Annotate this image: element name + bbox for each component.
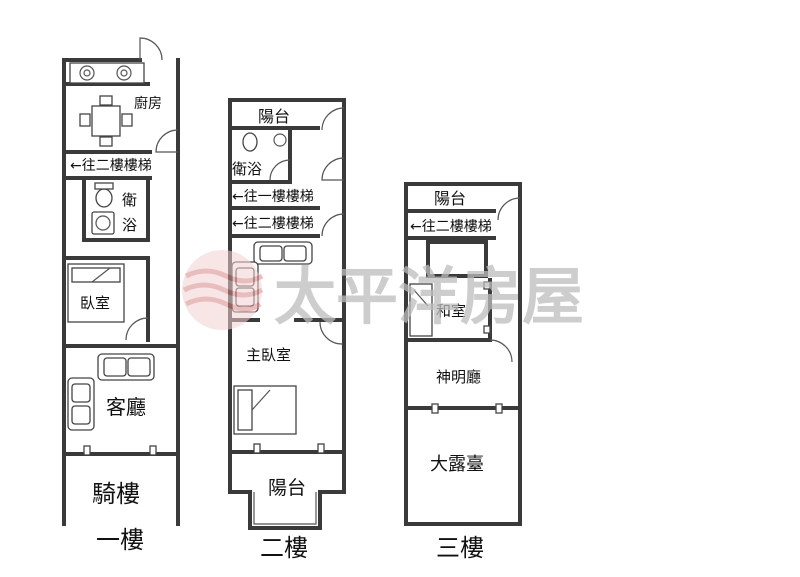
balcony-door-icon <box>321 107 345 131</box>
stairs-label-f2-up: ←往二樓樓梯 <box>232 216 314 232</box>
bed-icon <box>233 385 297 435</box>
watermark-text: 太平洋房屋 <box>274 260 584 333</box>
stairs-door-icon <box>321 213 345 237</box>
dining-table-icon <box>79 95 133 147</box>
room-label-bath: 衛浴 <box>232 160 262 178</box>
column-marker <box>317 443 325 454</box>
toilet-icon <box>242 132 287 152</box>
floor-2-front-balcony-wall <box>228 490 346 530</box>
column-marker <box>495 403 503 414</box>
room-label-terrace: 大露臺 <box>430 454 484 475</box>
balcony-door-icon <box>497 197 521 221</box>
watermark: 太平洋房屋 <box>182 250 584 333</box>
kitchen-door-icon <box>155 129 179 153</box>
room-label-balcony-back: 陽台 <box>258 107 290 126</box>
floor-label-1: 一樓 <box>96 526 144 554</box>
column-marker <box>149 445 157 456</box>
stove-icon <box>69 62 145 84</box>
floor-label-3: 三樓 <box>436 534 484 562</box>
room-label-altar: 神明廳 <box>436 368 481 386</box>
floor-label-2: 二樓 <box>260 534 308 562</box>
floor-3-outer-wall <box>404 182 522 526</box>
toilet-icon <box>94 182 114 208</box>
sink-icon <box>91 211 115 235</box>
stairs-door-icon <box>321 157 345 181</box>
floor-1-left-wall <box>62 58 142 526</box>
room-label-tatami: 和室 <box>436 302 466 320</box>
room-label-bath-1: 衛 <box>122 191 137 209</box>
room-label-living: 客廳 <box>106 395 146 419</box>
pacific-wave-logo-icon <box>182 250 264 330</box>
room-label-bedroom: 臥室 <box>80 294 110 312</box>
room-label-arcade: 騎樓 <box>92 480 140 508</box>
bed-icon <box>67 263 125 323</box>
bedroom-door-icon <box>319 321 343 345</box>
floor-1-plan: 廚房 ←往二樓樓梯 衛 浴 臥室 <box>62 37 180 554</box>
room-label-balcony-front: 陽台 <box>268 477 306 499</box>
column-marker <box>83 445 91 456</box>
room-label-bath-2: 浴 <box>122 216 137 234</box>
stairs-label-f1: ←往二樓樓梯 <box>70 158 152 174</box>
tatami-cabinet-icon <box>409 283 433 337</box>
column-marker <box>431 403 439 414</box>
floor-3-plan: 陽台 ←往二樓樓梯 和室 神明廳 大露臺 三樓 <box>404 182 522 562</box>
room-label-kitchen: 廚房 <box>134 95 162 112</box>
bedroom-door-icon <box>125 317 149 341</box>
armchair-icon <box>67 377 95 431</box>
sofa-icon <box>97 353 155 381</box>
room-label-balcony-f3: 陽台 <box>434 189 466 208</box>
sofa-icon <box>253 241 313 265</box>
stairs-label-f3: ←往二樓樓梯 <box>410 219 492 235</box>
room-label-master: 主臥室 <box>246 346 291 364</box>
column-marker <box>253 443 261 454</box>
stairs-label-f2-down: ←往一樓樓梯 <box>232 189 314 205</box>
tatami-door-icon <box>489 339 513 363</box>
bath-door-icon <box>269 159 291 181</box>
entry-door-icon <box>139 37 163 61</box>
